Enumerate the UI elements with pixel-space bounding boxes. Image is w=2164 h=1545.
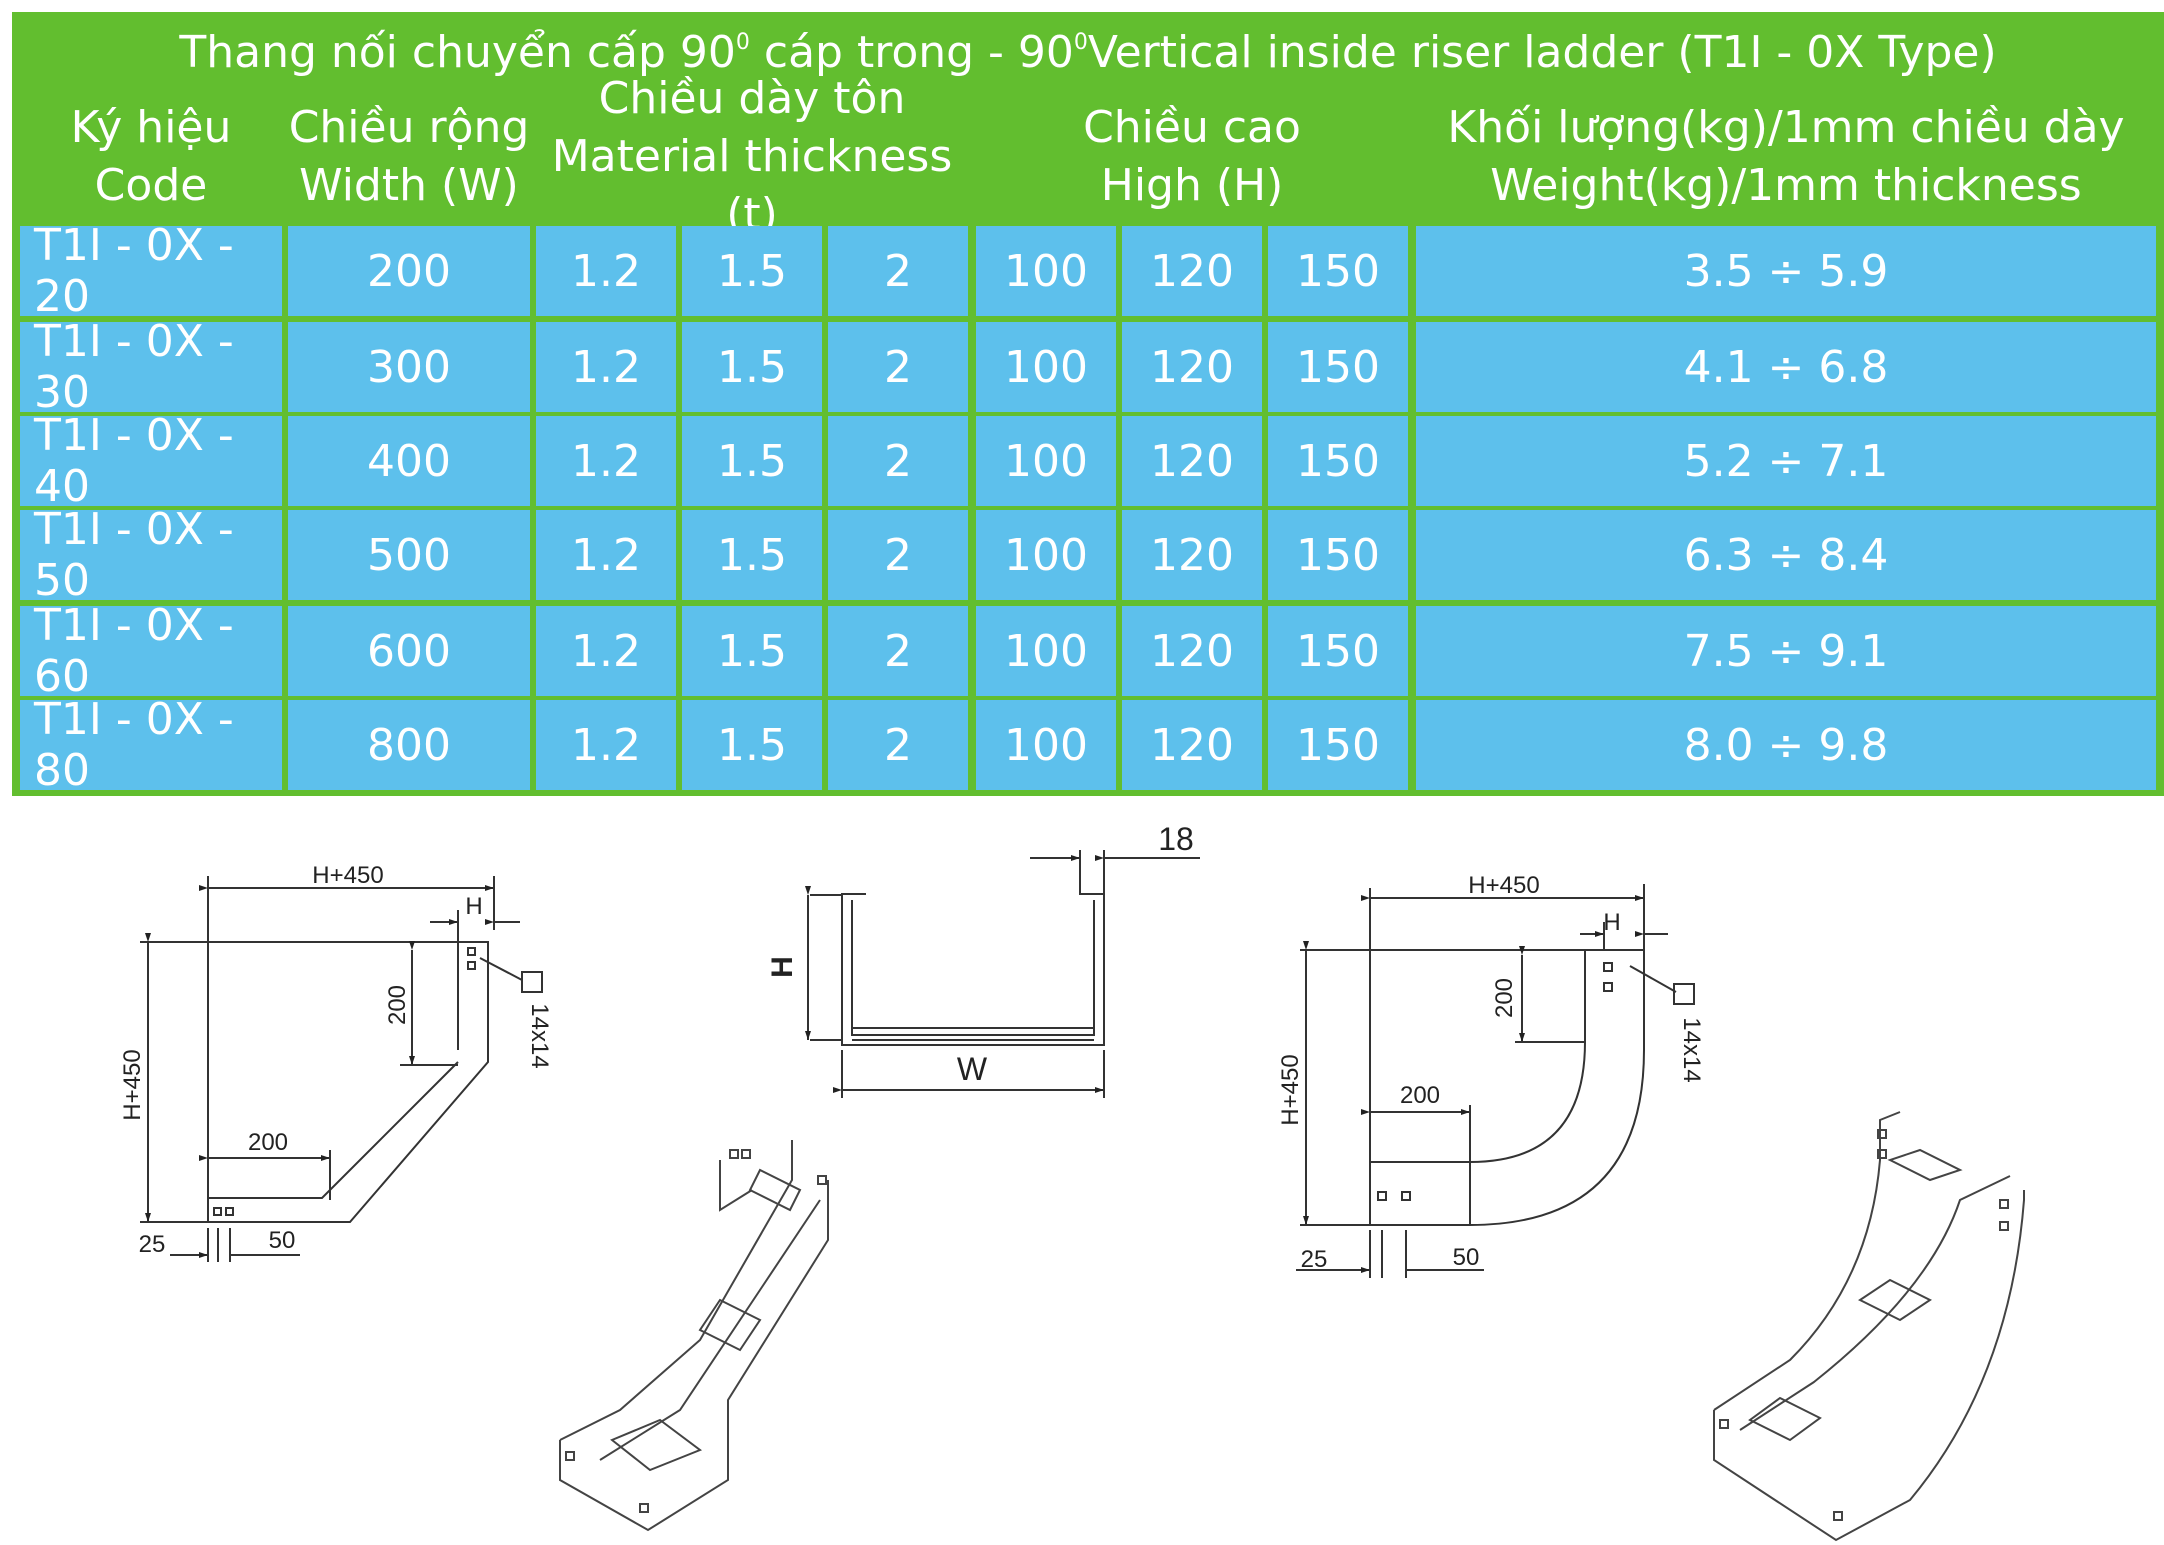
svg-text:H+450: H+450 xyxy=(1468,872,1539,899)
table-cell-width: 500 xyxy=(288,510,530,600)
plan-45-drawing xyxy=(140,876,543,1262)
isometric-45-ladder xyxy=(559,1140,829,1532)
table-cell-t-0: 1.2 xyxy=(536,416,676,506)
table-cell-code: T1I - 0X - 50 xyxy=(20,504,282,606)
table-cell-code: T1I - 0X - 60 xyxy=(20,600,282,702)
svg-text:W: W xyxy=(957,1051,988,1087)
table-cell-t-0: 1.2 xyxy=(536,606,676,696)
svg-text:H+450: H+450 xyxy=(119,1049,146,1120)
table-cell-h-0: 100 xyxy=(976,322,1116,412)
svg-text:H: H xyxy=(1603,909,1620,936)
table-cell-h-2: 150 xyxy=(1268,226,1408,316)
table-cell-h-2: 150 xyxy=(1268,606,1408,696)
table-cell-code: T1I - 0X - 80 xyxy=(20,694,282,796)
table-cell-weight: 4.1 ÷ 6.8 xyxy=(1416,322,2156,412)
table-cell-code: T1I - 0X - 30 xyxy=(20,316,282,418)
svg-text:50: 50 xyxy=(269,1227,296,1254)
svg-text:H: H xyxy=(465,893,482,920)
section-drawing xyxy=(805,850,1200,1098)
svg-text:25: 25 xyxy=(1301,1246,1328,1273)
table-cell-t-1: 1.5 xyxy=(682,700,822,790)
table-cell-t-2: 2 xyxy=(828,416,968,506)
isometric-90-ladder xyxy=(1713,1111,2025,1542)
plan-90-drawing xyxy=(1296,884,1695,1278)
table-cell-h-1: 120 xyxy=(1122,510,1262,600)
table-cell-t-2: 2 xyxy=(828,226,968,316)
table-cell-weight: 3.5 ÷ 5.9 xyxy=(1416,226,2156,316)
table-cell-h-1: 120 xyxy=(1122,416,1262,506)
table-cell-t-1: 1.5 xyxy=(682,416,822,506)
table-cell-width: 300 xyxy=(288,322,530,412)
table-cell-width: 200 xyxy=(288,226,530,316)
table-cell-h-0: 100 xyxy=(976,226,1116,316)
table-cell-t-0: 1.2 xyxy=(536,226,676,316)
table-cell-h-2: 150 xyxy=(1268,510,1408,600)
table-cell-h-2: 150 xyxy=(1268,416,1408,506)
table-cell-t-1: 1.5 xyxy=(682,606,822,696)
table-cell-width: 600 xyxy=(288,606,530,696)
table-cell-h-0: 100 xyxy=(976,416,1116,506)
table-cell-t-1: 1.5 xyxy=(682,322,822,412)
table-cell-h-0: 100 xyxy=(976,700,1116,790)
table-cell-h-2: 150 xyxy=(1268,700,1408,790)
table-cell-width: 800 xyxy=(288,700,530,790)
svg-text:200: 200 xyxy=(1491,978,1518,1018)
table-cell-weight: 5.2 ÷ 7.1 xyxy=(1416,416,2156,506)
table-title: Thang nối chuyển cấp 900 cáp trong - 900… xyxy=(179,27,1997,78)
svg-text:200: 200 xyxy=(384,985,411,1025)
svg-text:14x14: 14x14 xyxy=(526,1003,553,1068)
table-cell-h-1: 120 xyxy=(1122,606,1262,696)
table-cell-code: T1I - 0X - 20 xyxy=(20,220,282,322)
table-cell-t-1: 1.5 xyxy=(682,510,822,600)
table-cell-h-1: 120 xyxy=(1122,226,1262,316)
table-cell-t-2: 2 xyxy=(828,606,968,696)
table-cell-t-2: 2 xyxy=(828,510,968,600)
svg-text:25: 25 xyxy=(139,1231,166,1258)
svg-text:200: 200 xyxy=(1400,1082,1440,1109)
table-cell-t-2: 2 xyxy=(828,700,968,790)
table-cell-weight: 8.0 ÷ 9.8 xyxy=(1416,700,2156,790)
table-cell-t-0: 1.2 xyxy=(536,510,676,600)
table-cell-code: T1I - 0X - 40 xyxy=(20,410,282,512)
svg-text:200: 200 xyxy=(248,1129,288,1156)
table-cell-t-0: 1.2 xyxy=(536,700,676,790)
table-cell-t-2: 2 xyxy=(828,322,968,412)
table-cell-t-1: 1.5 xyxy=(682,226,822,316)
svg-text:H+450: H+450 xyxy=(1277,1054,1304,1125)
table-cell-h-0: 100 xyxy=(976,606,1116,696)
table-cell-h-2: 150 xyxy=(1268,322,1408,412)
svg-text:H: H xyxy=(766,956,799,978)
table-cell-weight: 7.5 ÷ 9.1 xyxy=(1416,606,2156,696)
table-cell-h-1: 120 xyxy=(1122,700,1262,790)
table-cell-width: 400 xyxy=(288,416,530,506)
technical-drawings: H+450 H H+450 200 200 14x14 25 50 H W 18 xyxy=(119,821,2025,1542)
table-cell-t-0: 1.2 xyxy=(536,322,676,412)
svg-text:18: 18 xyxy=(1158,821,1194,857)
table-cell-h-1: 120 xyxy=(1122,322,1262,412)
svg-text:H+450: H+450 xyxy=(312,862,383,889)
table-cell-weight: 6.3 ÷ 8.4 xyxy=(1416,510,2156,600)
svg-text:50: 50 xyxy=(1453,1244,1480,1271)
svg-text:14x14: 14x14 xyxy=(1678,1017,1705,1082)
table-cell-h-0: 100 xyxy=(976,510,1116,600)
